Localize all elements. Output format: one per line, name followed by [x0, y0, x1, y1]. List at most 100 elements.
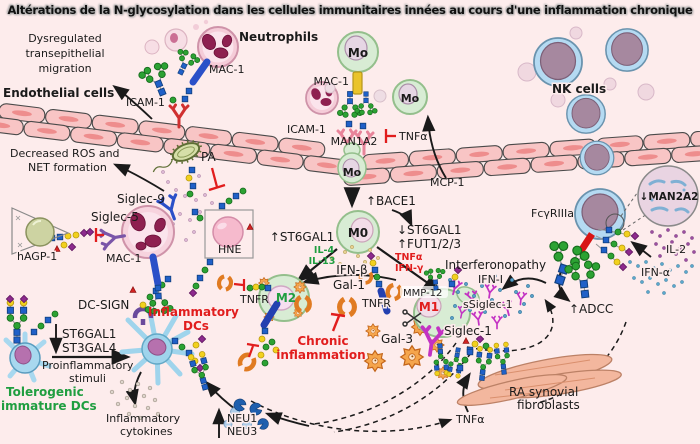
- mac1-integrin-neutrophil: [189, 58, 211, 86]
- label-tol2: immature DCs: [1, 399, 97, 413]
- label-mmp12: MMP-12: [403, 288, 442, 299]
- monocyte-cell-2: [392, 79, 428, 115]
- label-ra2: fibroblasts: [517, 398, 580, 412]
- dcsign-receptor-icon: [129, 275, 172, 325]
- neutrophil-cell-main: [197, 26, 239, 68]
- label-dcsign: DC-SIGN: [78, 298, 129, 312]
- label-tol1: Tolerogenic: [6, 385, 84, 399]
- label-hagp1: hAGP-1: [17, 250, 57, 263]
- tnfr-receptor-right: [377, 287, 391, 315]
- inhibition-gal-chain-hne: [233, 279, 246, 291]
- dashed-to-ifn: [466, 298, 557, 352]
- galectin-icon-1: [237, 352, 256, 371]
- hne-protein: [188, 187, 254, 298]
- label-infl2: DCs: [183, 319, 209, 333]
- arrow-cytokines: [125, 371, 142, 407]
- diagram-title: Altérations de la N-glycosylation dans l…: [7, 3, 693, 17]
- il2-dots: [650, 228, 696, 262]
- label-chronic1: Chronic: [297, 334, 348, 348]
- mac1-integrin-left: [149, 253, 162, 288]
- glycan-icon-icam1-left: [137, 47, 201, 104]
- label-mo2: Mo: [401, 92, 420, 105]
- hagp1-protein: [11, 207, 70, 255]
- inhibition-hagp-siglec5: [94, 228, 104, 242]
- monocyte-cell-transmigrating: [337, 142, 367, 184]
- label-mo1: Mo: [348, 46, 368, 60]
- label-m2: M2: [276, 291, 296, 305]
- label-cyt2: cytokines: [120, 425, 173, 438]
- glycan-icon-fcgr: [539, 226, 640, 299]
- nk-cells-group: [517, 26, 655, 134]
- label-mac1-mono: MAC-1: [314, 75, 349, 88]
- inhibition-tnfa-man1a2: [384, 129, 396, 143]
- label-tnfr-right: TNFR: [361, 297, 391, 310]
- label-siglec9: Siglec-9: [117, 192, 165, 206]
- label-man1a2: MAN1A2: [331, 135, 378, 148]
- label-dys1: Dysregulated: [28, 32, 102, 45]
- label-gal1: Gal-1: [333, 278, 365, 292]
- arrow-mcp1: [422, 114, 447, 179]
- label-dec2: NET formation: [28, 161, 107, 174]
- label-ifn1: IFN-I: [478, 273, 503, 286]
- label-m0: M0: [348, 226, 368, 240]
- label-neu3: NEU3: [227, 425, 257, 438]
- label-st6-up: ↑ST6GAL1: [270, 230, 334, 244]
- label-mac1-left: MAC-1: [106, 252, 141, 265]
- monocyte-cell-1: [324, 31, 387, 103]
- label-mcp1: MCP-1: [430, 176, 465, 189]
- man2a2-magnifier: [637, 165, 699, 227]
- inhibition-chronic-gal1: [330, 312, 346, 332]
- arrow-dysregulated: [112, 85, 153, 120]
- label-chronic2: inflammation: [276, 348, 365, 362]
- label-pro1: Proinflammatory: [42, 359, 134, 372]
- glycan-icon-tolerogenic: [5, 294, 59, 343]
- label-man2a2: ↓MAN2A2: [640, 191, 699, 203]
- neutrophil-cell-left: [121, 205, 175, 259]
- label-mo3: Mo: [343, 166, 362, 179]
- label-st6-dc: ST6GAL1: [62, 327, 116, 341]
- tolerogenic-dc-cell: [3, 331, 52, 383]
- arrow-m0-to-m1: [376, 246, 443, 294]
- label-st6-down: ↓ST6GAL1: [397, 223, 461, 237]
- label-neu1: NEU1: [227, 412, 257, 425]
- label-icam1-left: ICAM-1: [126, 96, 165, 109]
- dashed-glycan-to-neu-1: [313, 342, 457, 425]
- inhibition-gal-chain-left: [246, 342, 260, 358]
- arrows: [49, 85, 652, 438]
- nk-cell-fcgr: [574, 188, 626, 240]
- scissors-icon: [402, 309, 422, 327]
- nk-cell-transmigrating: [579, 140, 615, 176]
- ifna-dots: [628, 260, 694, 295]
- specks-above-gal1: [330, 245, 380, 266]
- arrow-to-neu: [264, 412, 310, 427]
- inflammatory-dc-cell: [119, 309, 195, 386]
- label-pro2: stimuli: [69, 372, 106, 385]
- label-nkcells: NK cells: [552, 82, 606, 96]
- arrow-bace1: [391, 209, 413, 228]
- glycan-icon-hagp-chain: [48, 227, 95, 252]
- tnfr-receptor-left: [260, 300, 281, 329]
- glycan-icon-below-pa: [185, 166, 197, 198]
- label-icam1-mid: ICAM-1: [287, 123, 326, 136]
- arrow-gal1-to-m2: [301, 271, 397, 285]
- label-ifna: IFN-α: [641, 266, 670, 279]
- arrow-tnfa-fibro: [456, 372, 471, 413]
- label-ra1: RA synovial: [509, 385, 578, 399]
- label-mac1-neutro: MAC-1: [209, 63, 244, 76]
- dashed-nk-to-fibro: [537, 321, 627, 404]
- label-ssiglec1: sSiglec-1: [463, 298, 513, 311]
- label-siglec1: Siglec-1: [444, 324, 492, 338]
- label-tnfa-red: TNFα: [395, 252, 423, 263]
- arrow-ifna-il2: [630, 241, 652, 258]
- galectin-icon-2: [218, 276, 232, 291]
- dashed-to-tnfa: [250, 400, 453, 433]
- neutrophil-faded-cells: [144, 19, 209, 55]
- label-ifnb: IFN-β: [336, 263, 367, 277]
- label-bace1: ↑BACE1: [366, 194, 416, 208]
- label-tnfr-left: TNFR: [239, 293, 269, 306]
- label-dys2: transepithelial: [25, 47, 104, 60]
- label-tnfa-fibro: TNFα: [455, 413, 485, 426]
- fibroblast-cells: [456, 353, 622, 406]
- label-gal3: Gal-3: [381, 332, 413, 346]
